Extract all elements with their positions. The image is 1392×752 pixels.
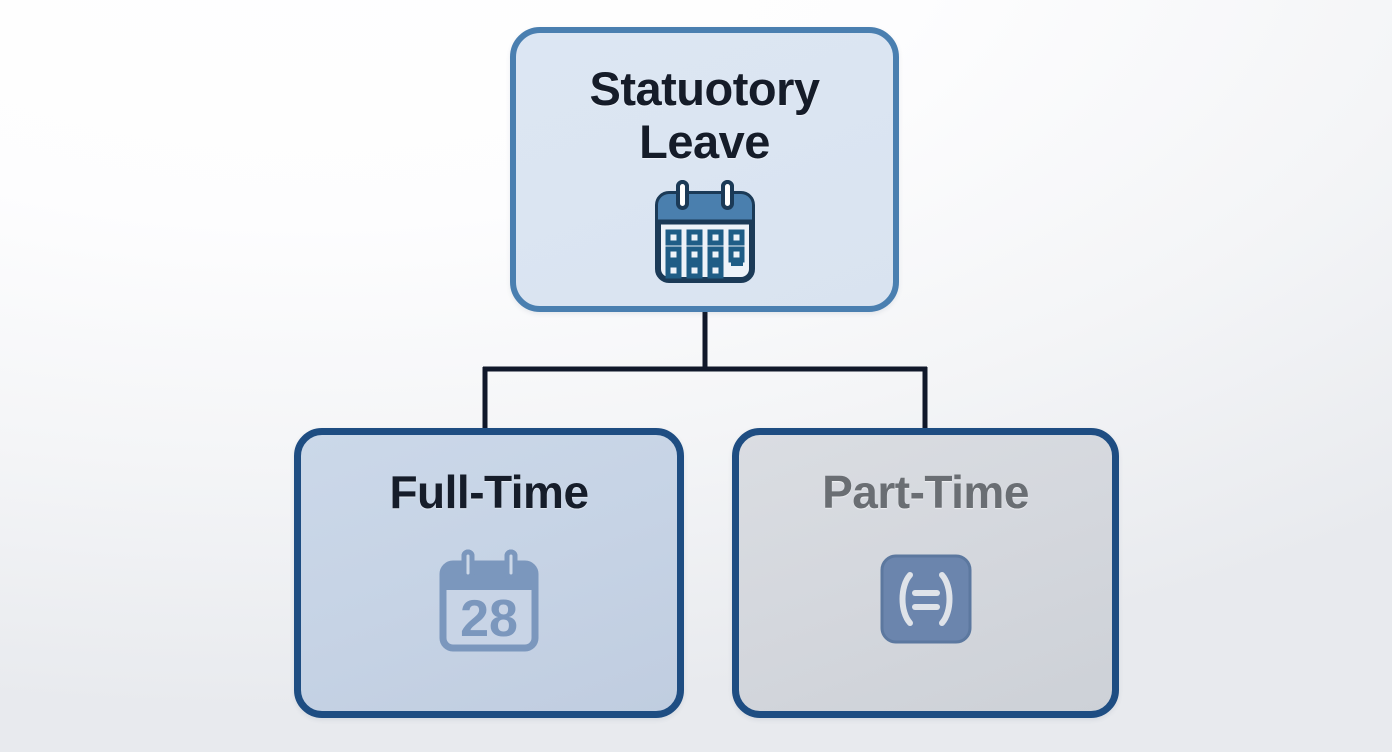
node-full-time[interactable]: Full-Time 28	[294, 428, 684, 718]
node-part-time[interactable]: Part-Time	[732, 428, 1119, 718]
pro-rata-equals-icon	[879, 553, 973, 645]
calendar-icon	[652, 180, 758, 284]
calendar-28-icon: 28	[437, 549, 541, 653]
node-statutory-leave-label: Statuotory Leave	[589, 62, 821, 168]
calendar-28-value: 28	[460, 590, 518, 648]
node-part-time-label: Part-Time	[822, 466, 1029, 518]
node-full-time-label: Full-Time	[389, 466, 589, 518]
node-statutory-leave[interactable]: Statuotory Leave	[510, 27, 899, 312]
